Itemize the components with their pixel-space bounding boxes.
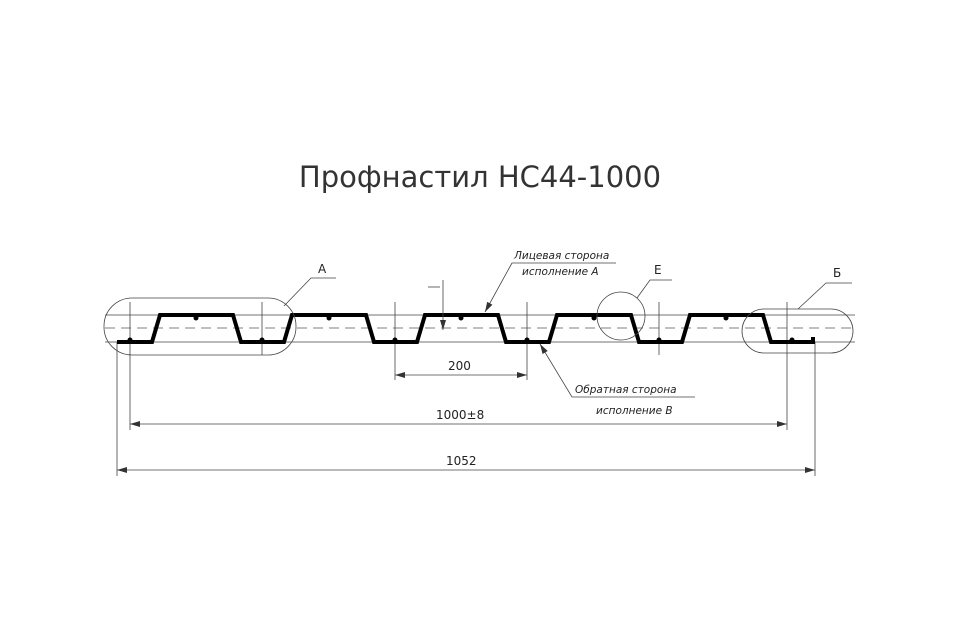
back-side-line2: исполнение В: [596, 405, 673, 417]
detail-a-outline[interactable]: [103, 297, 297, 356]
back-side-line1: Обратная сторона: [575, 384, 677, 396]
pitch-dimension: 200: [448, 359, 471, 373]
useful-width-dimension: 1000±8: [436, 408, 484, 422]
detail-b-leader: [797, 282, 852, 310]
detail-e-label: Е: [654, 263, 662, 277]
total-width-dimension: 1052: [446, 454, 477, 468]
detail-b-label: Б: [833, 266, 841, 280]
stiffener-ribs: [127, 315, 795, 343]
back-side-leader: [539, 343, 695, 398]
detail-e-leader: [636, 279, 672, 299]
face-side-line1: Лицевая сторона: [513, 250, 609, 262]
sheet-profile: [117, 313, 815, 344]
drawing-title: Профнастил НС44-1000: [298, 160, 662, 194]
detail-b-outline[interactable]: [741, 308, 854, 354]
detail-a-label: А: [318, 262, 327, 276]
face-side-leader: [484, 262, 616, 313]
thickness-marker: [428, 280, 446, 330]
axis-lines: [116, 302, 816, 476]
face-side-line2: исполнение А: [522, 266, 599, 278]
detail-a-leader: [283, 277, 336, 307]
detail-e-outline[interactable]: [596, 291, 646, 341]
